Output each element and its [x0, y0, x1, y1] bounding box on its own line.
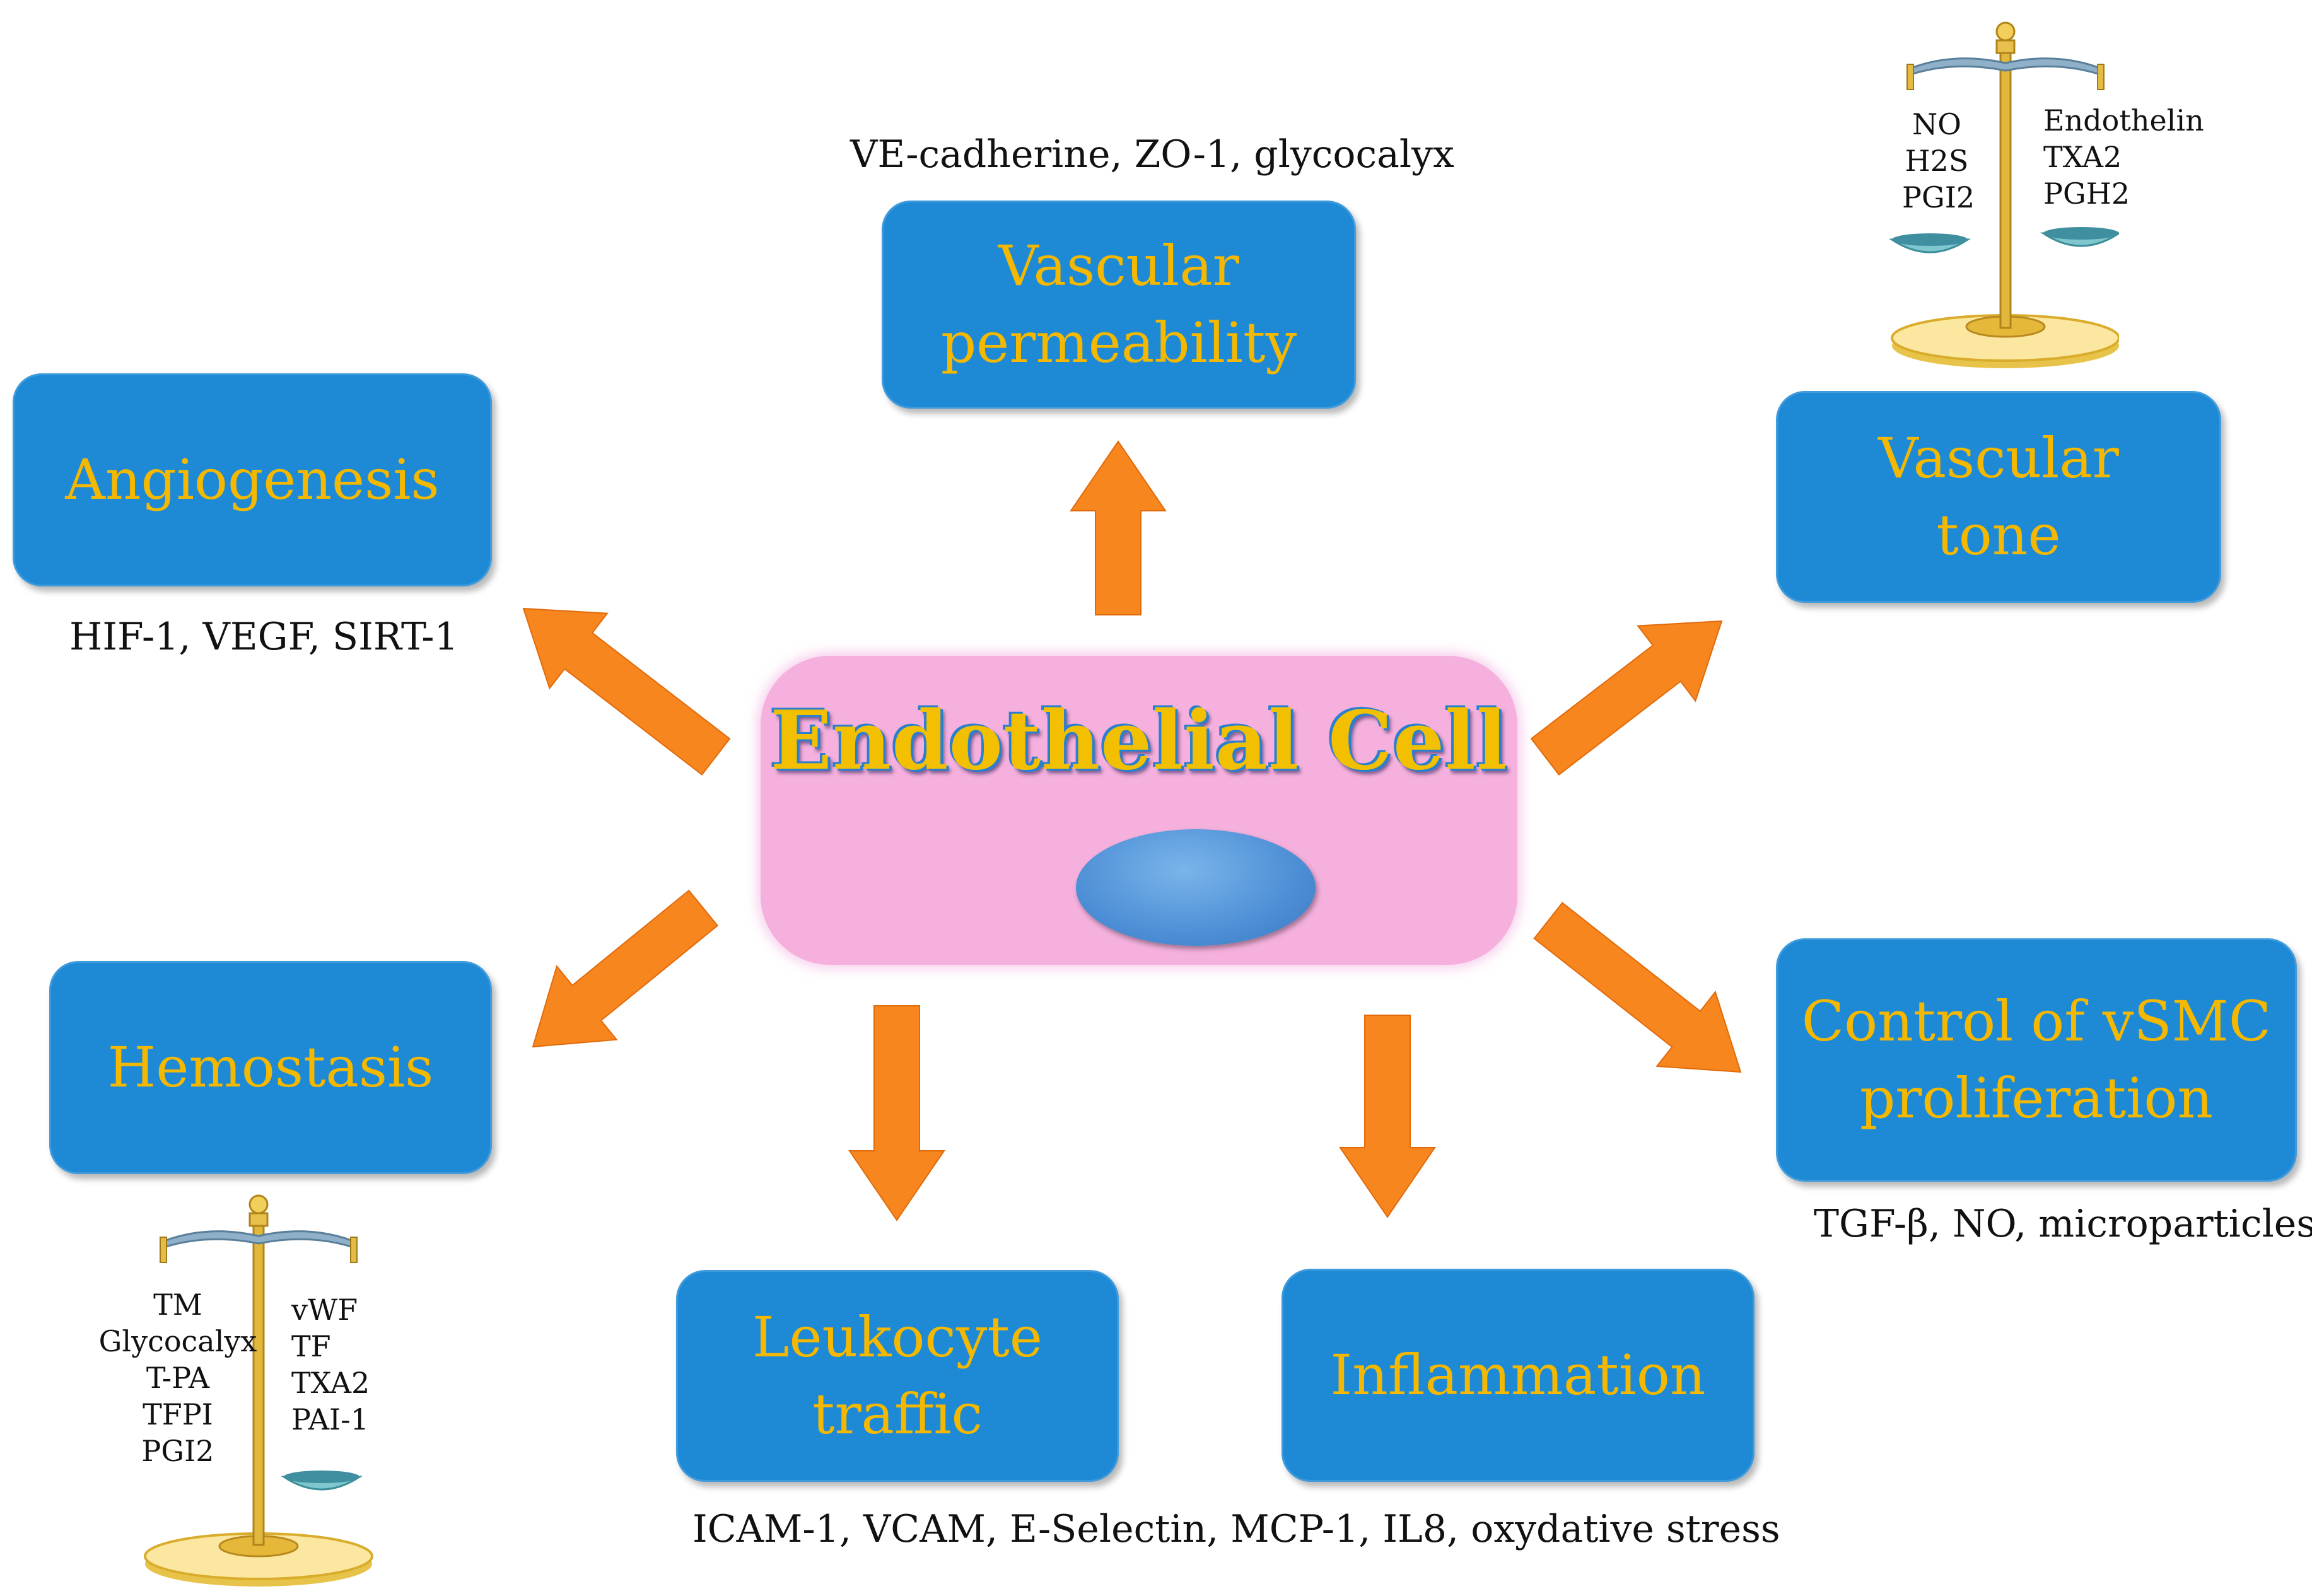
box-hemostasis-label: Hemostasis	[107, 1035, 434, 1100]
tone-scale-right-item: Endothelin	[2043, 103, 2204, 137]
box-inflammation-label: Inflammation	[1330, 1343, 1706, 1407]
hemostasis-scale-left-item: TFPI	[143, 1397, 213, 1431]
tone-scale-left: NO H2S PGI2	[1902, 106, 1975, 216]
caption-leukocyte-inflammation: ICAM-1, VCAM, E-Selectin, MCP-1, IL8, ox…	[692, 1507, 1780, 1551]
hemostasis-scale-right: vWF TF TXA2 PAI-1	[291, 1291, 370, 1438]
hemostasis-scale-left-item: T-PA	[146, 1361, 210, 1395]
box-angiogenesis: Angiogenesis	[13, 373, 492, 586]
arrow-to-hemostasis	[532, 889, 719, 1048]
box-vsmc-proliferation: Control of vSMC proliferation	[1776, 938, 2297, 1182]
caption-vascular-permeability: VE-cadherine, ZO-1, glycocalyx	[850, 132, 1454, 177]
box-vascular-permeability: Vascular permeability	[882, 201, 1356, 409]
arrow-to-leukocyte-traffic	[848, 1005, 945, 1221]
box-leukocyte-traffic: Leukocyte traffic	[676, 1270, 1119, 1482]
hemostasis-scale-left-item: Glycocalyx	[98, 1324, 257, 1358]
box-inflammation: Inflammation	[1282, 1269, 1754, 1482]
box-vascular-tone: Vascular tone	[1776, 391, 2221, 603]
arrow-to-inflammation	[1339, 1015, 1436, 1218]
endothelial-cell: Endothelial Cell	[761, 656, 1517, 965]
box-hemostasis: Hemostasis	[49, 961, 492, 1174]
box-vascular-permeability-label: Vascular permeability	[940, 233, 1297, 375]
hemostasis-scale-left-item: PGI2	[141, 1434, 214, 1468]
box-vascular-tone-label: Vascular tone	[1878, 426, 2119, 568]
balance-scale-icon	[144, 1194, 373, 1587]
tone-scale-right-item: TXA2	[2043, 140, 2122, 174]
box-angiogenesis-label: Angiogenesis	[65, 447, 440, 512]
hemostasis-scale-right-item: PAI-1	[291, 1402, 369, 1436]
hemostasis-scale-left-item: TM	[153, 1288, 202, 1322]
hemostasis-scale-right-item: TXA2	[291, 1366, 370, 1400]
hemostasis-scale-right-item: TF	[291, 1329, 331, 1363]
tone-scale-right: Endothelin TXA2 PGH2	[2043, 102, 2204, 212]
box-leukocyte-traffic-label: Leukocyte traffic	[752, 1305, 1042, 1447]
arrow-to-vascular-tone	[1530, 620, 1723, 776]
tone-scale-left-item: NO	[1912, 107, 1961, 141]
arrow-to-vascular-permeability	[1070, 440, 1167, 615]
box-vsmc-proliferation-label: Control of vSMC proliferation	[1801, 989, 2272, 1131]
tone-scale-left-item: PGI2	[1902, 180, 1975, 214]
endothelial-cell-title: Endothelial Cell	[770, 694, 1508, 788]
caption-vsmc: TGF-β, NO, microparticles	[1814, 1202, 2312, 1246]
arrow-to-angiogenesis	[522, 607, 731, 776]
tone-scale-right-item: PGH2	[2043, 177, 2130, 211]
arrow-to-vsmc	[1533, 902, 1742, 1073]
tone-scale-left-item: H2S	[1905, 144, 1969, 178]
balance-scale-icon	[1889, 21, 2119, 368]
hemostasis-scale-right-item: vWF	[291, 1293, 358, 1327]
nucleus	[1076, 829, 1316, 946]
hemostasis-scale-left: TM Glycocalyx T-PA TFPI PGI2	[96, 1286, 260, 1469]
caption-angiogenesis: HIF-1, VEGF, SIRT-1	[69, 615, 458, 659]
